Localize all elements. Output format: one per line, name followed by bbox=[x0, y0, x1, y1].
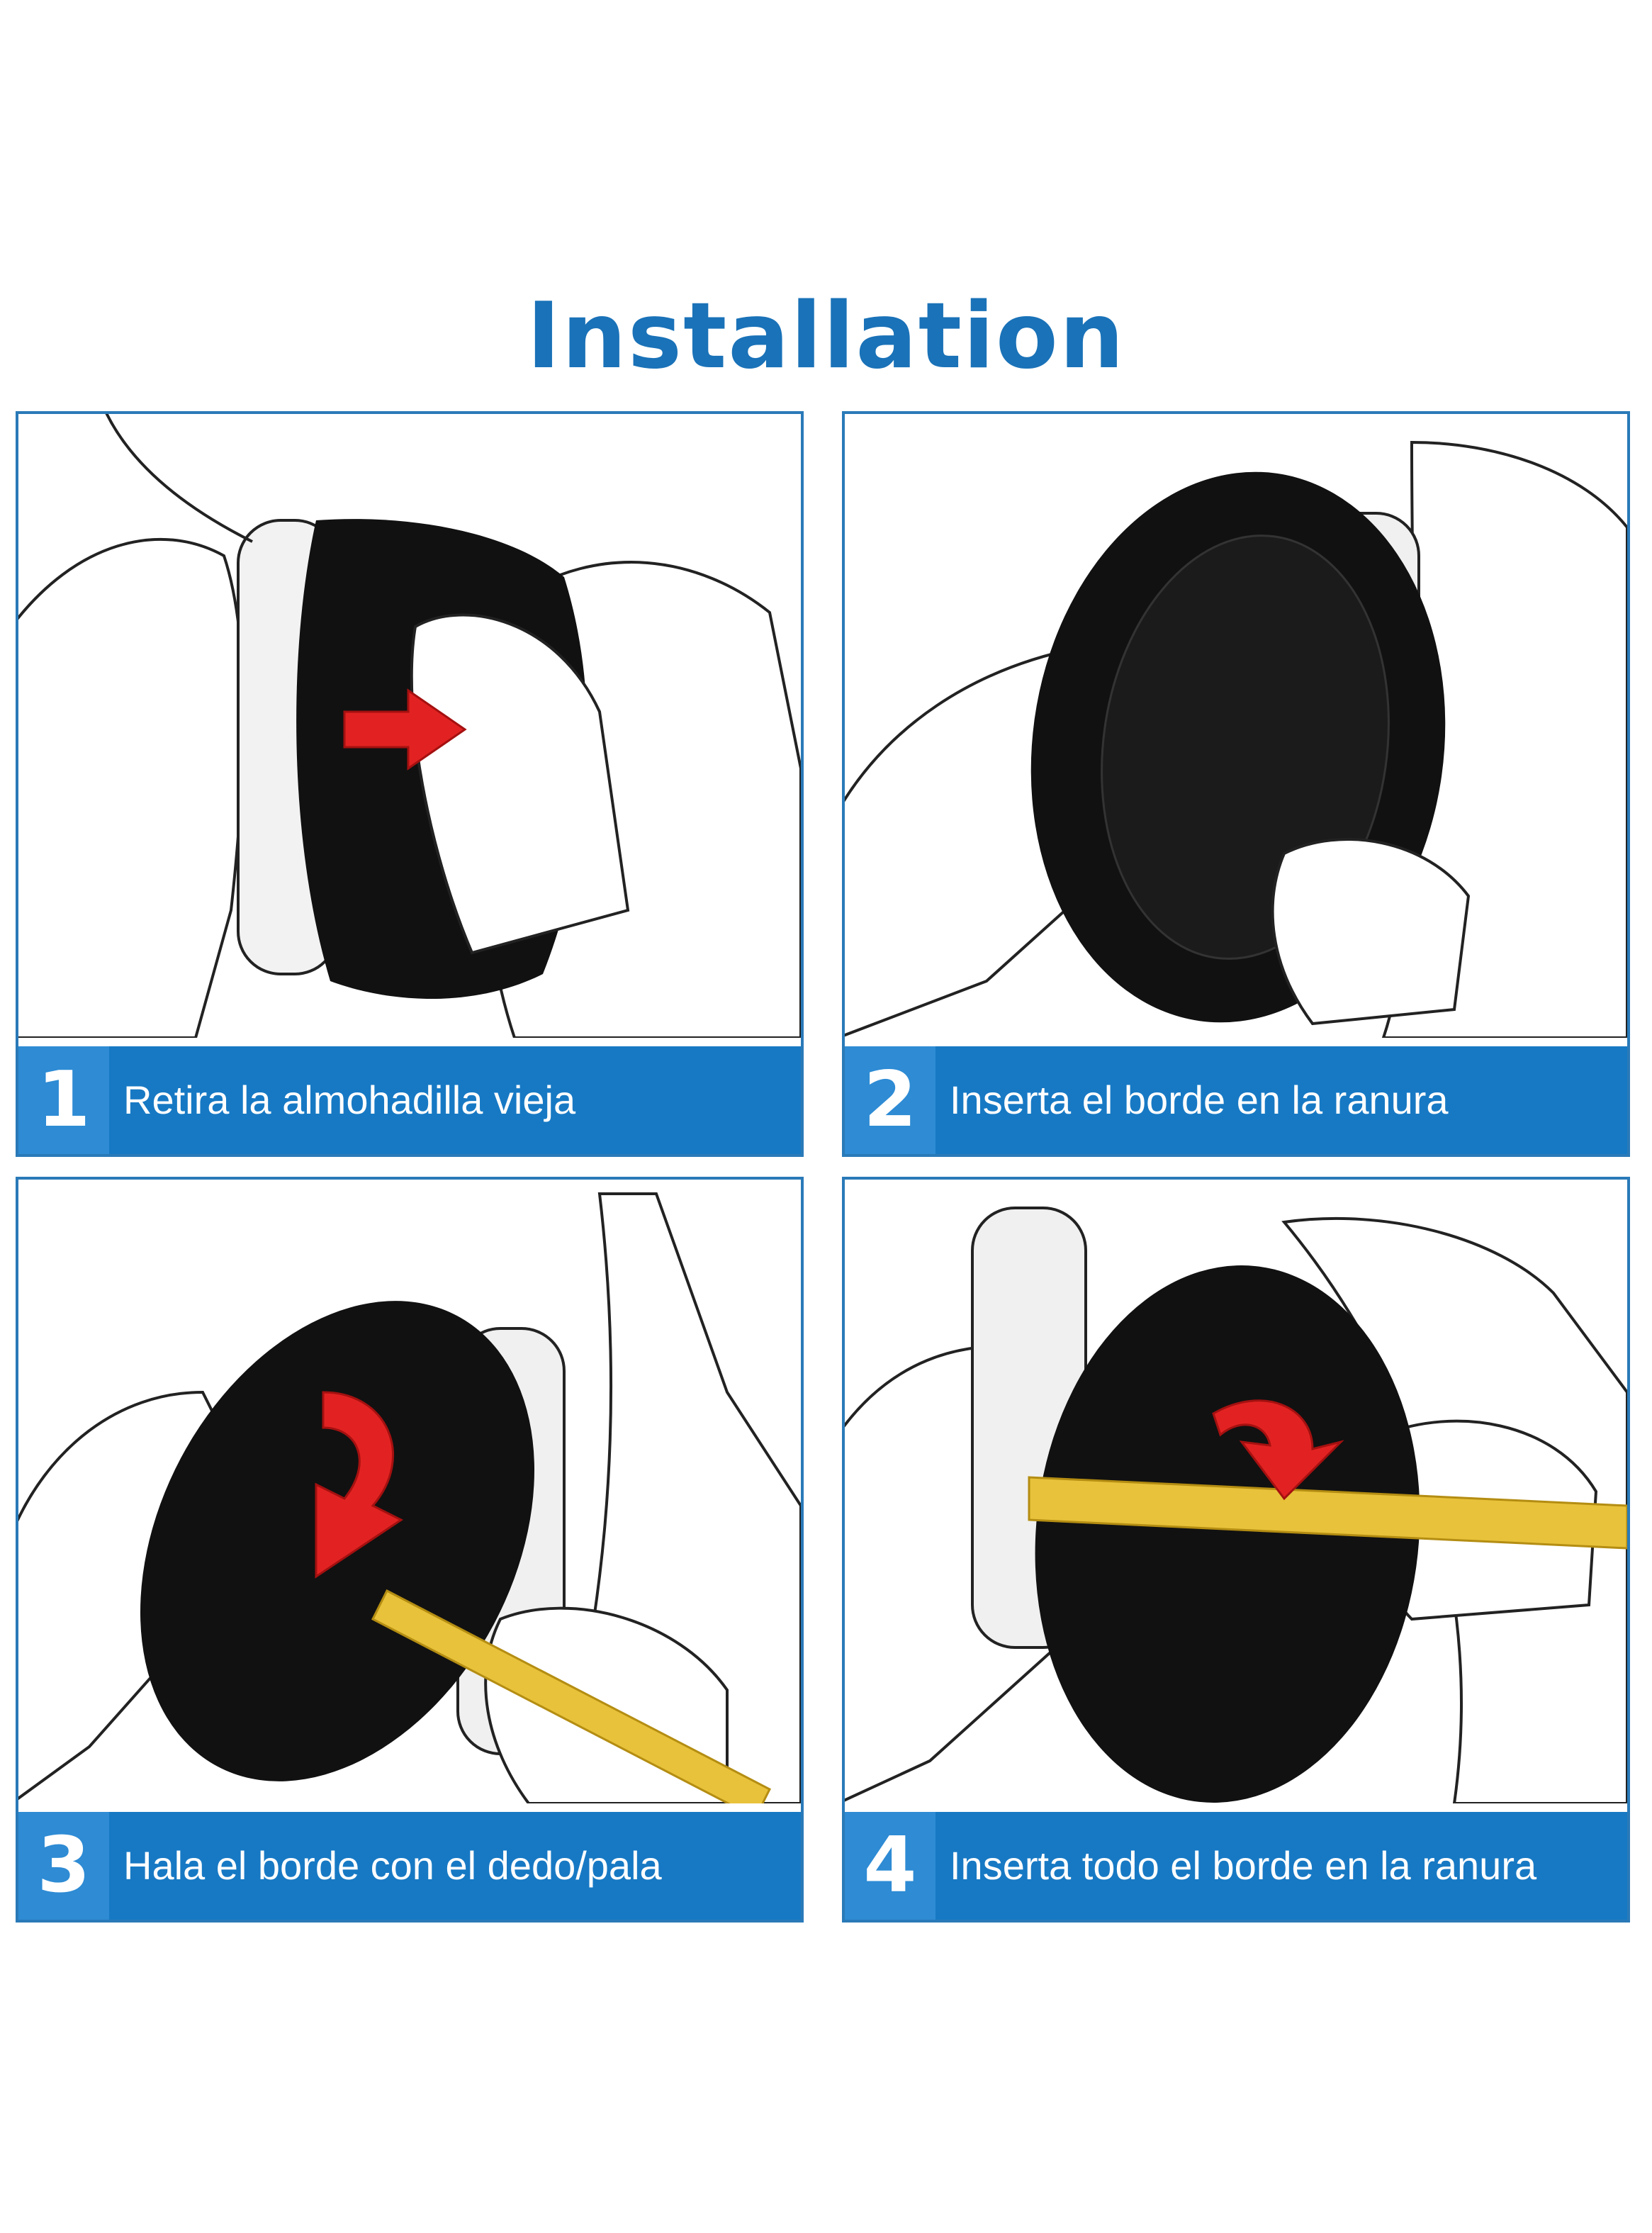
step-text: Inserta todo el borde en la ranura bbox=[950, 1843, 1537, 1888]
yellow-tool bbox=[371, 1589, 772, 1803]
step-panel-3: 3 Hala el borde con el dedo/pala bbox=[16, 1177, 804, 1923]
step-panel-1: 1 Retira la almohadilla vieja bbox=[16, 411, 804, 1157]
step-text: Retira la almohadilla vieja bbox=[123, 1078, 576, 1122]
red-arrow-right bbox=[343, 688, 467, 771]
illustration-pull-edge bbox=[18, 1192, 801, 1803]
step-panel-2: 2 Inserta el borde en la ranura bbox=[842, 411, 1630, 1157]
illustration-remove-old-pad bbox=[18, 414, 801, 1038]
yellow-tool bbox=[1028, 1476, 1627, 1550]
step-number: 3 bbox=[18, 1812, 109, 1920]
red-curved-arrow bbox=[315, 1391, 403, 1579]
step-caption-3: 3 Hala el borde con el dedo/pala bbox=[18, 1812, 801, 1920]
step-caption-4: 4 Inserta todo el borde en la ranura bbox=[845, 1812, 1627, 1920]
step-number: 2 bbox=[845, 1046, 935, 1154]
step-text: Inserta el borde en la ranura bbox=[950, 1078, 1449, 1122]
illustration-insert-edge bbox=[845, 440, 1627, 1038]
step-panel-4: 4 Inserta todo el borde en la ranura bbox=[842, 1177, 1630, 1923]
step-number: 4 bbox=[845, 1812, 935, 1920]
step-number: 1 bbox=[18, 1046, 109, 1154]
red-curved-arrow bbox=[1212, 1399, 1344, 1501]
page-title: Installation bbox=[527, 284, 1125, 389]
step-caption-1: 1 Retira la almohadilla vieja bbox=[18, 1046, 801, 1154]
illustration-insert-all-edge bbox=[845, 1207, 1627, 1803]
step-caption-2: 2 Inserta el borde en la ranura bbox=[845, 1046, 1627, 1154]
step-text: Hala el borde con el dedo/pala bbox=[123, 1843, 662, 1888]
